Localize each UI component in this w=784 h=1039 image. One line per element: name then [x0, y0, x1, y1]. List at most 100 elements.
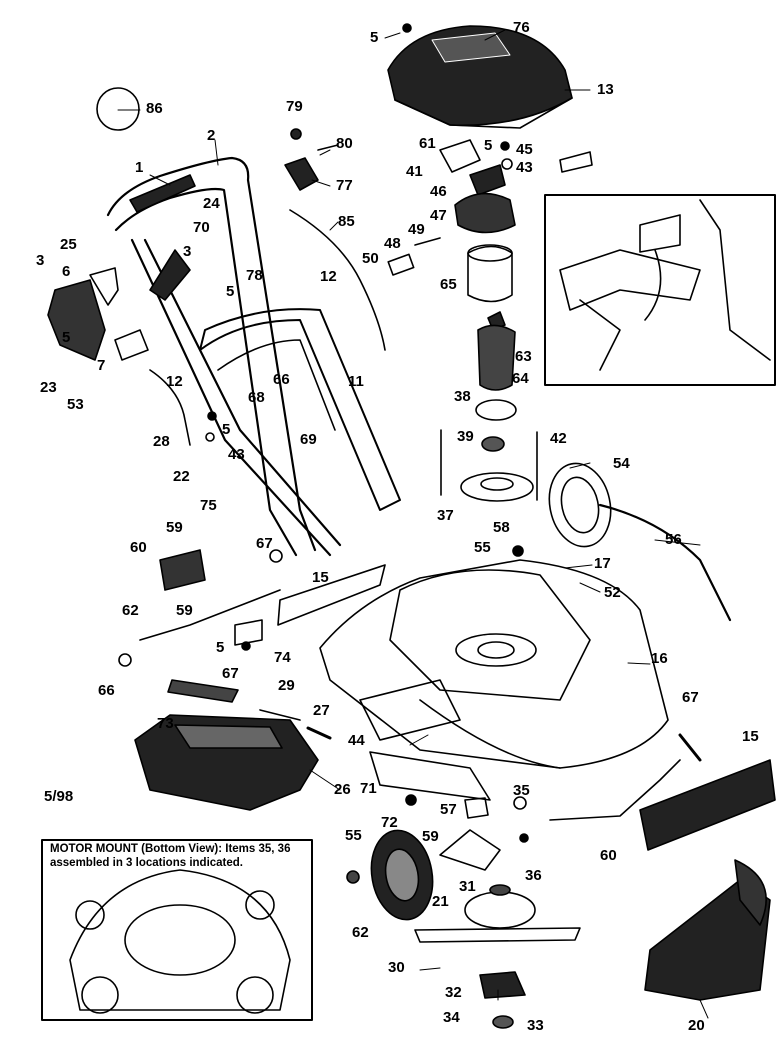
callout-79: 74	[274, 649, 291, 666]
motor-cover-13	[387, 25, 573, 129]
callout-85: 79	[286, 98, 303, 115]
callout-80: 75	[200, 497, 217, 514]
callout-55: 57	[440, 801, 457, 818]
motor-mount-plate-37	[440, 429, 538, 502]
callout-42: 42	[550, 430, 567, 447]
callout-43-c: 44	[348, 732, 365, 749]
callout-88: 85	[338, 213, 355, 230]
callout-62: 62	[122, 602, 139, 619]
front-wheel-bottom	[370, 829, 434, 921]
callout-70: 65	[440, 276, 457, 293]
callout-82: 76	[513, 19, 530, 36]
callout-11: 11	[348, 373, 364, 390]
callout-63: 61	[419, 135, 436, 152]
callout-13: 13	[597, 81, 614, 98]
callout-12-b: 12	[166, 373, 183, 390]
callout-12: 12	[320, 268, 337, 285]
part-27	[306, 726, 332, 740]
callout-3-b: 3	[36, 252, 45, 269]
callout-51: 53	[67, 396, 84, 413]
callout-25: 25	[60, 236, 77, 253]
fan-and-blade	[414, 884, 581, 1029]
mower-deck-16	[319, 559, 669, 769]
inset-detail	[544, 194, 776, 386]
rear-wheel-top	[548, 462, 732, 622]
callout-29: 29	[278, 677, 295, 694]
callout-30: 30	[388, 959, 405, 976]
inset-caption-text: (Bottom View): Items 35, 36 assembled in…	[50, 843, 291, 869]
callout-15-b: 15	[742, 728, 759, 745]
callout-20: 20	[688, 1017, 705, 1034]
callout-65: 63	[515, 348, 532, 365]
callout-5: 5	[370, 29, 379, 46]
callout-32: 32	[445, 984, 462, 1001]
callout-47: 48	[384, 235, 401, 252]
callout-86: 80	[336, 135, 353, 152]
callout-77: 72	[381, 814, 398, 831]
callout-52-b: 55	[345, 827, 362, 844]
callout-37: 37	[437, 507, 454, 524]
callout-5-d: 5	[62, 329, 71, 346]
callout-31: 31	[459, 878, 476, 895]
callout-60: 60	[130, 539, 147, 556]
callout-68: 67	[256, 535, 273, 552]
callout-1: 1	[135, 159, 144, 176]
axle-57	[439, 829, 501, 871]
callout-5-f: 5	[216, 639, 225, 656]
mulch-plug-20	[644, 859, 771, 1001]
callout-27: 27	[313, 702, 330, 719]
rear-flap-and-axle	[549, 733, 776, 851]
armature-65	[475, 311, 517, 452]
callout-16: 16	[651, 650, 668, 667]
callout-41: 41	[406, 163, 423, 180]
callout-17: 17	[594, 555, 611, 572]
callout-73: 68	[248, 389, 265, 406]
switch-box	[47, 249, 191, 361]
callout-34: 34	[443, 1009, 460, 1026]
callout-39: 39	[457, 428, 474, 445]
callout-69: 67	[682, 689, 699, 706]
motor-mount-inset	[41, 839, 313, 1021]
callout-28: 28	[153, 433, 170, 450]
callout-36: 36	[525, 867, 542, 884]
grass-bag-26	[134, 714, 319, 811]
callout-45: 46	[430, 183, 447, 200]
part-72	[167, 679, 239, 703]
inset-caption: MOTOR MOUNT (Bottom View): Items 35, 36 …	[50, 842, 312, 870]
callout-66: 64	[512, 370, 529, 387]
callout-24: 24	[203, 195, 220, 212]
callout-72: 67	[222, 665, 239, 682]
callout-49: 50	[362, 250, 379, 267]
leader-lines	[117, 29, 709, 1019]
bracket-76	[369, 751, 491, 801]
callout-6: 6	[62, 263, 71, 280]
date-code: 5/98	[44, 788, 74, 805]
callout-21: 21	[432, 893, 449, 910]
callout-52: 54	[613, 455, 630, 472]
switch-housing	[439, 139, 593, 234]
callout-48: 49	[408, 221, 425, 238]
callout-43: 43	[516, 159, 533, 176]
latch-parts	[284, 128, 339, 191]
callout-56: 58	[493, 519, 510, 536]
callout-3: 3	[183, 243, 192, 260]
callout-33: 33	[527, 1017, 544, 1034]
callout-64: 62	[352, 924, 369, 941]
callout-46: 47	[430, 207, 447, 224]
callout-44: 45	[516, 141, 533, 158]
callout-67: 66	[98, 682, 115, 699]
callout-71: 66	[273, 371, 290, 388]
callout-58: 60	[600, 847, 617, 864]
callout-53: 55	[474, 539, 491, 556]
motor-brush-parts	[387, 237, 513, 303]
part-29	[259, 709, 301, 721]
callout-83: 77	[336, 177, 353, 194]
callout-15: 15	[312, 569, 329, 586]
part-89-disc	[96, 87, 140, 131]
callout-5-c: 5	[226, 283, 235, 300]
cord-b	[149, 369, 191, 446]
inset-caption-heading: MOTOR MOUNT	[50, 843, 138, 855]
screws	[118, 23, 529, 884]
